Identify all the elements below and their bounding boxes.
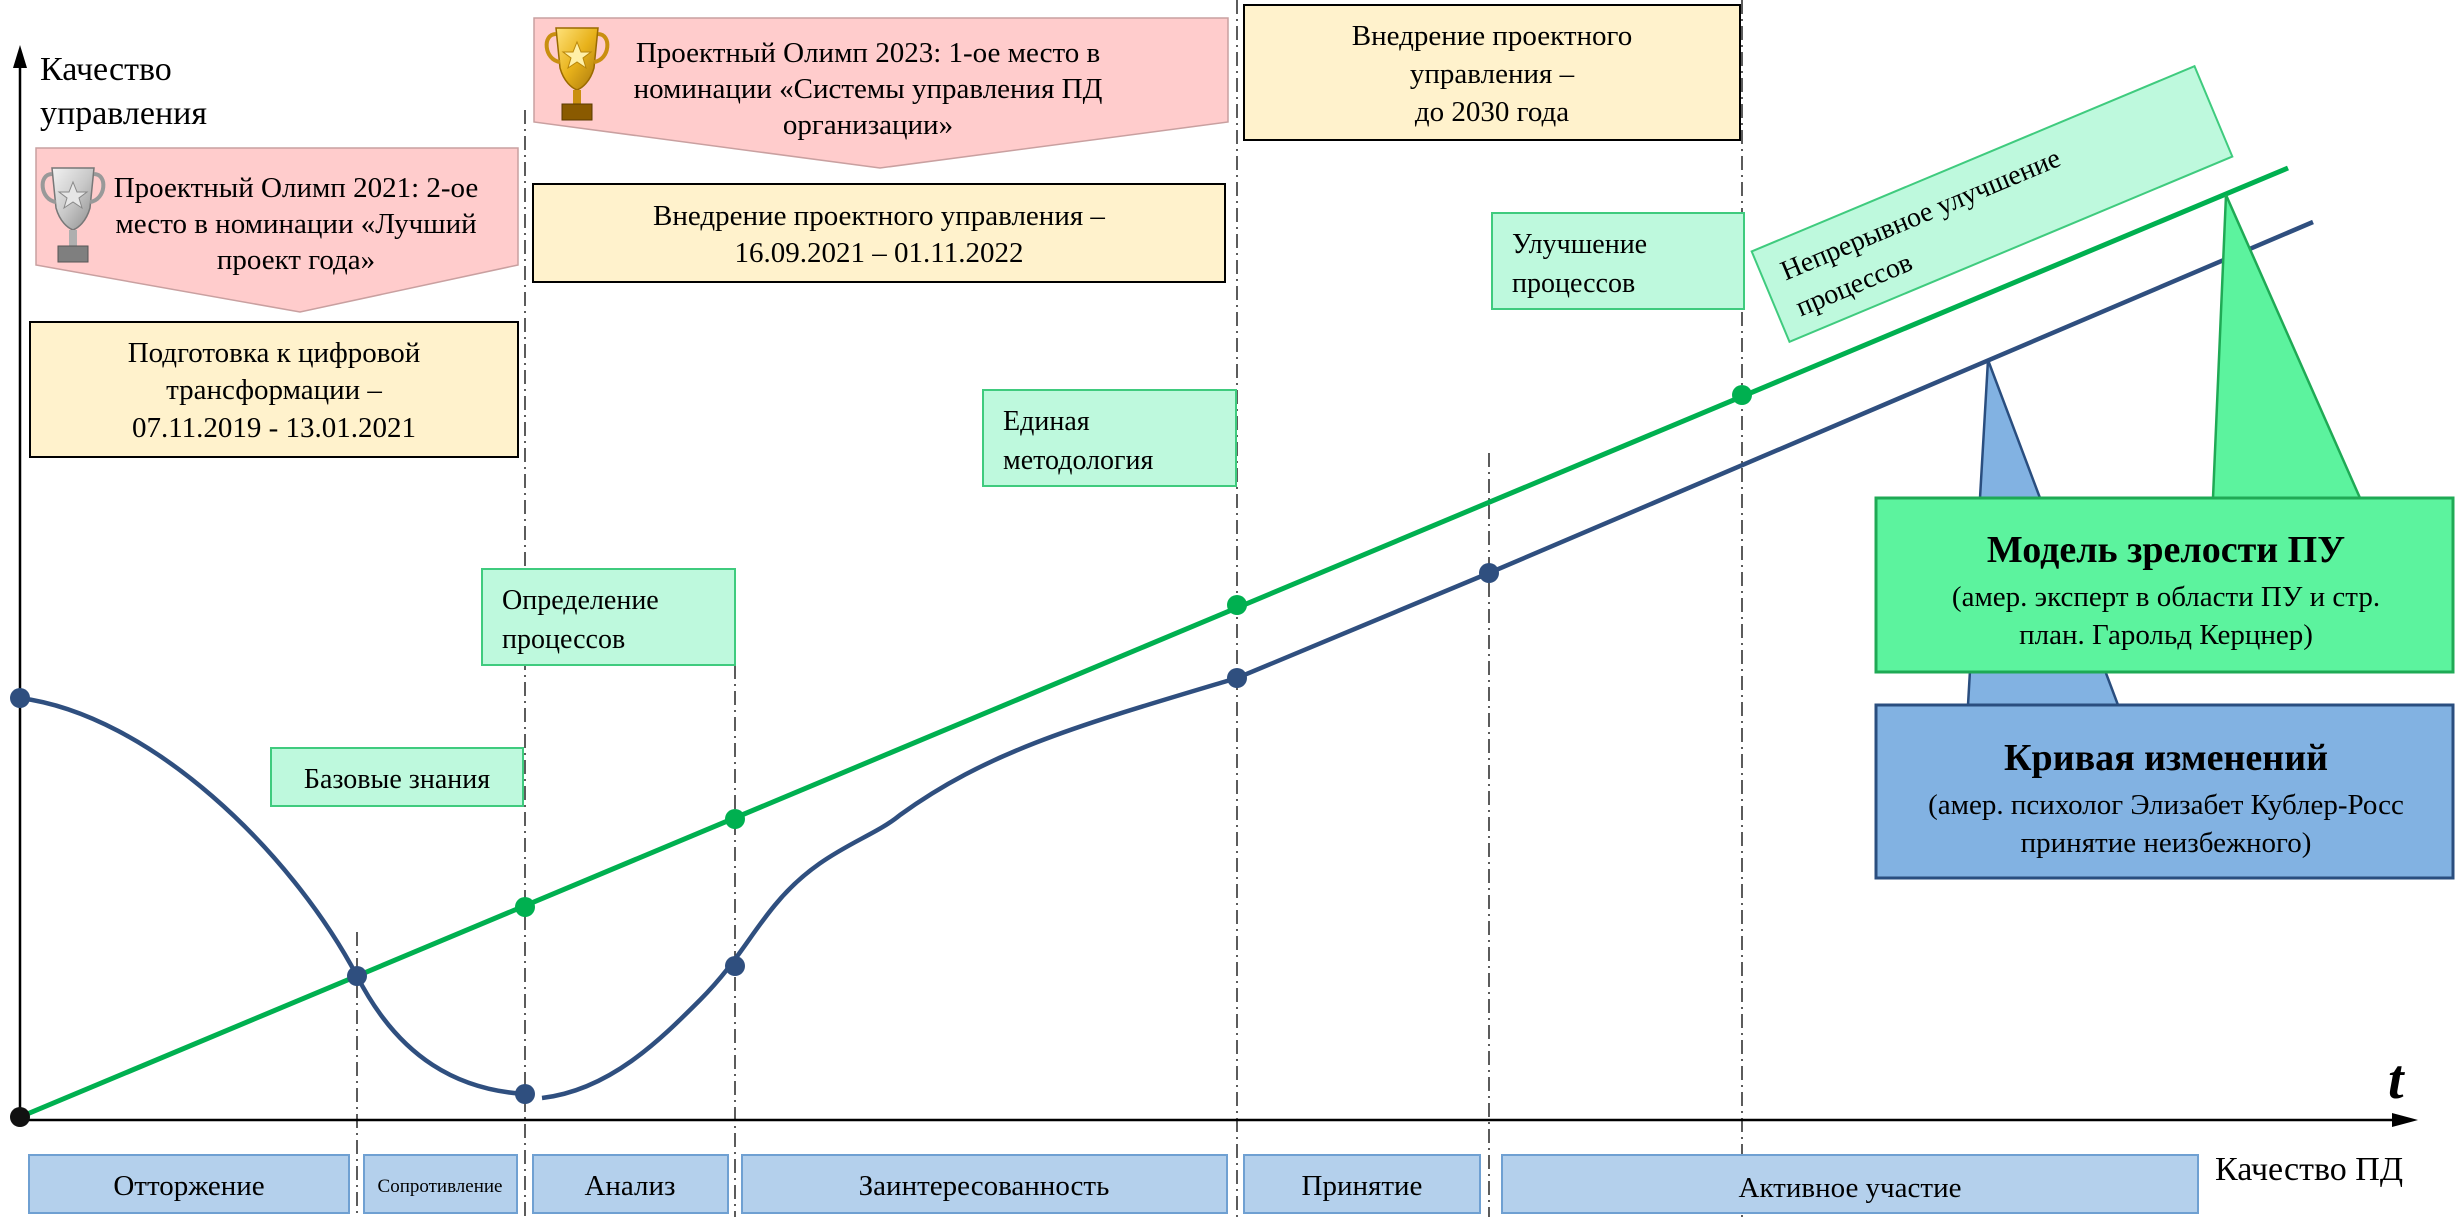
legend-change-curve-line: (амер. психолог Элизабет Кублер-Росс (1928, 789, 2404, 821)
maturity-box-text: Определение (502, 585, 659, 616)
phase-text-line: 16.09.2021 – 01.11.2022 (735, 237, 1024, 269)
award-callout-2023: Проектный Олимп 2023: 1-ое место в номин… (533, 17, 1229, 169)
maturity-box-text: Базовые знания (304, 764, 490, 795)
change-curve-points (10, 563, 1499, 1104)
phase-box-implementation: Внедрение проектного управления – 16.09.… (532, 183, 1226, 283)
change-curve (19, 219, 2314, 1101)
change-curve-point (725, 956, 745, 976)
t-axis-symbol: t (2388, 1049, 2405, 1111)
maturity-box-basic-knowledge: Базовые знания (270, 747, 524, 807)
award-text-line: проект года» (217, 244, 375, 276)
maturity-box-unified-methodology: Единая методология (982, 389, 1237, 487)
x-axis-arrow (2392, 1113, 2418, 1127)
award-text-line: Проектный Олимп 2021: 2-ое (114, 172, 479, 204)
stage-label: Принятие (1302, 1170, 1423, 1202)
stage-resistance: Сопротивление (363, 1154, 518, 1214)
phase-text-line: Внедрение проектного управления – (653, 200, 1105, 232)
change-curve-point (10, 688, 30, 708)
y-axis-label-line2: управления (40, 95, 207, 132)
legend-maturity-model-pointer (2211, 194, 2362, 500)
maturity-box-continuous-improvement: Непрерывное улучшение процессов (1750, 64, 2234, 344)
phase-text-line: управления – (1410, 58, 1575, 90)
x-axis-label: Качество ПД (2215, 1151, 2403, 1188)
maturity-box-text: методология (1003, 445, 1154, 476)
legend-maturity-model-line: (амер. эксперт в области ПУ и стр. (1952, 581, 2380, 613)
phase-box-preparation: Подготовка к цифровой трансформации – 07… (29, 321, 519, 458)
phase-text-line: до 2030 года (1415, 96, 1569, 128)
change-curve-point (1227, 668, 1247, 688)
stage-label: Заинтересованность (859, 1170, 1110, 1202)
award-callout-shape (533, 17, 1229, 169)
legend-change-curve-line: принятие неизбежного) (2021, 827, 2312, 859)
maturity-line-point (725, 809, 745, 829)
stage-analysis: Анализ (532, 1154, 729, 1214)
change-curve-point (347, 966, 367, 986)
legend-maturity-model: Модель зрелости ПУ (амер. эксперт в обла… (1874, 194, 2455, 674)
stage-label: Сопротивление (378, 1176, 503, 1197)
maturity-line-point (1227, 595, 1247, 615)
maturity-box-text: Единая (1003, 406, 1090, 437)
stage-active-participation: Активное участие (1501, 1154, 2199, 1214)
maturity-line-points (515, 385, 1752, 917)
y-axis-arrow (13, 45, 27, 68)
origin-point (10, 1107, 30, 1127)
award-text-line: организации» (783, 109, 953, 141)
gold-trophy-icon (544, 27, 610, 121)
silver-trophy-icon (40, 167, 106, 263)
phase-box-until-2030: Внедрение проектного управления – до 203… (1243, 4, 1741, 141)
stage-boxes: Отторжение Сопротивление Анализ Заинтере… (28, 1154, 2199, 1214)
maturity-line-point (515, 897, 535, 917)
award-callout-2021: Проектный Олимп 2021: 2-ое место в номин… (35, 147, 519, 313)
maturity-box-text: процессов (1512, 268, 1635, 299)
phase-text-line: Подготовка к цифровой (128, 337, 421, 369)
maturity-line (19, 165, 2289, 1120)
maturity-line-point (1732, 385, 1752, 405)
axes (13, 45, 2418, 1127)
stage-label: Активное участие (1739, 1172, 1962, 1204)
legend-maturity-model-line: план. Гарольд Керцнер) (2019, 619, 2313, 651)
award-text-line: номинации «Системы управления ПД (634, 73, 1103, 105)
award-callout-shape (35, 147, 519, 313)
maturity-box-process-improvement: Улучшение процессов (1491, 212, 1745, 310)
award-text-line: место в номинации «Лучший (115, 208, 476, 240)
legend-change-curve-box (1874, 703, 2455, 880)
award-text-line: Проектный Олимп 2023: 1-ое место в (636, 37, 1100, 69)
legend-maturity-model-box (1874, 496, 2455, 674)
phase-text-line: трансформации – (166, 374, 382, 406)
stage-acceptance: Принятие (1243, 1154, 1481, 1214)
stage-interest: Заинтересованность (741, 1154, 1228, 1214)
stage-label: Отторжение (113, 1170, 264, 1202)
maturity-box-text: Улучшение (1512, 229, 1647, 260)
legend-change-curve-title: Кривая изменений (2004, 737, 2328, 779)
stage-rejection: Отторжение (28, 1154, 350, 1214)
y-axis-label-line1: Качество (40, 51, 172, 88)
legend-maturity-model-title: Модель зрелости ПУ (1987, 529, 2345, 571)
change-curve-point (515, 1084, 535, 1104)
phase-text-line: Внедрение проектного (1352, 20, 1632, 52)
change-curve-point (1479, 563, 1499, 583)
stage-label: Анализ (584, 1170, 675, 1202)
maturity-box-process-definition: Определение процессов (481, 568, 736, 666)
maturity-box-text: процессов (502, 624, 625, 655)
phase-text-line: 07.11.2019 - 13.01.2021 (132, 412, 416, 444)
